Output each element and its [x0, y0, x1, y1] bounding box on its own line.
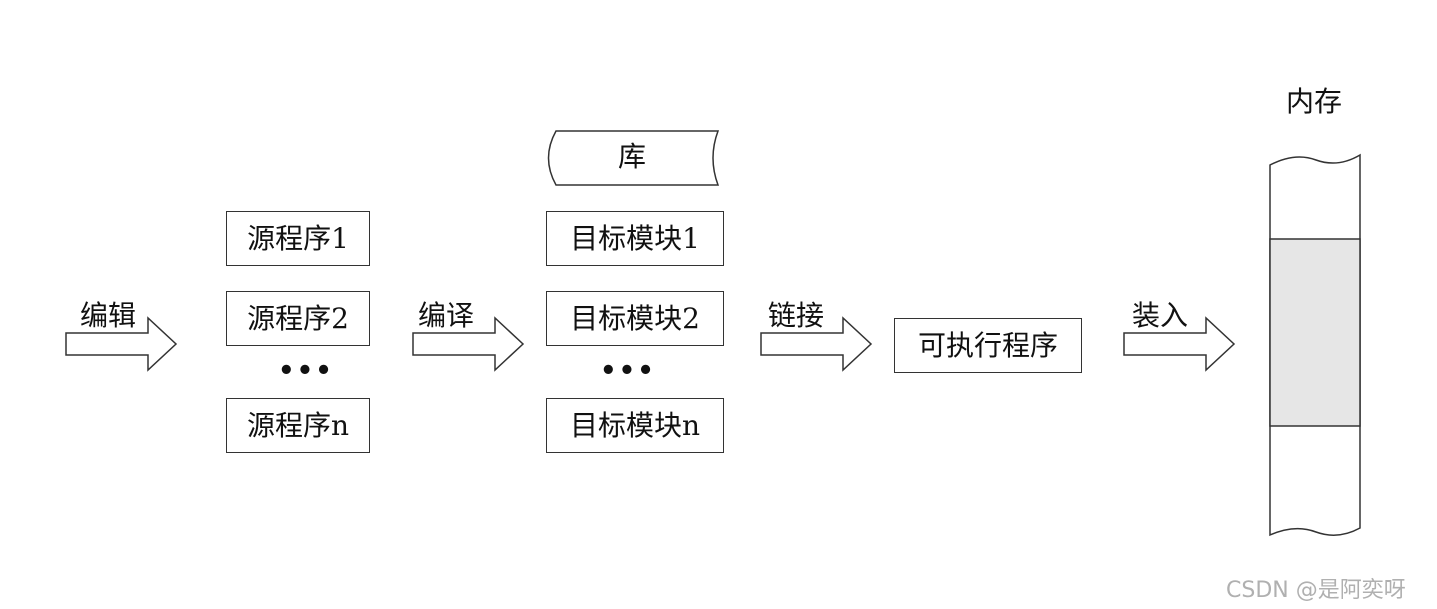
- object-module-box-1: 目标模块1: [546, 211, 724, 266]
- memory-title: 内存: [1286, 85, 1343, 118]
- link-label: 链接: [768, 299, 825, 332]
- source-program-box-n: 源程序n: [226, 398, 370, 453]
- sources-ellipsis: •••: [278, 356, 334, 386]
- compile-label: 编译: [418, 299, 475, 332]
- memory-occupied-region: [1269, 238, 1361, 427]
- executable-program-box: 可执行程序: [894, 318, 1082, 373]
- load-label: 装入: [1132, 299, 1189, 332]
- object-module-box-2: 目标模块2: [546, 291, 724, 346]
- source-program-box-2: 源程序2: [226, 291, 370, 346]
- link-arrow: [760, 316, 873, 372]
- library-storage-shape: [547, 130, 720, 186]
- object-module-box-n: 目标模块n: [546, 398, 724, 453]
- library-label: 库: [618, 140, 647, 173]
- compile-arrow: [412, 316, 525, 372]
- edit-arrow: [65, 316, 178, 372]
- watermark: CSDN @是阿奕呀: [1226, 578, 1406, 603]
- load-arrow: [1123, 316, 1236, 372]
- memory-column: [1269, 153, 1361, 537]
- source-program-box-1: 源程序1: [226, 211, 370, 266]
- modules-ellipsis: •••: [600, 356, 656, 386]
- edit-label: 编辑: [80, 299, 137, 332]
